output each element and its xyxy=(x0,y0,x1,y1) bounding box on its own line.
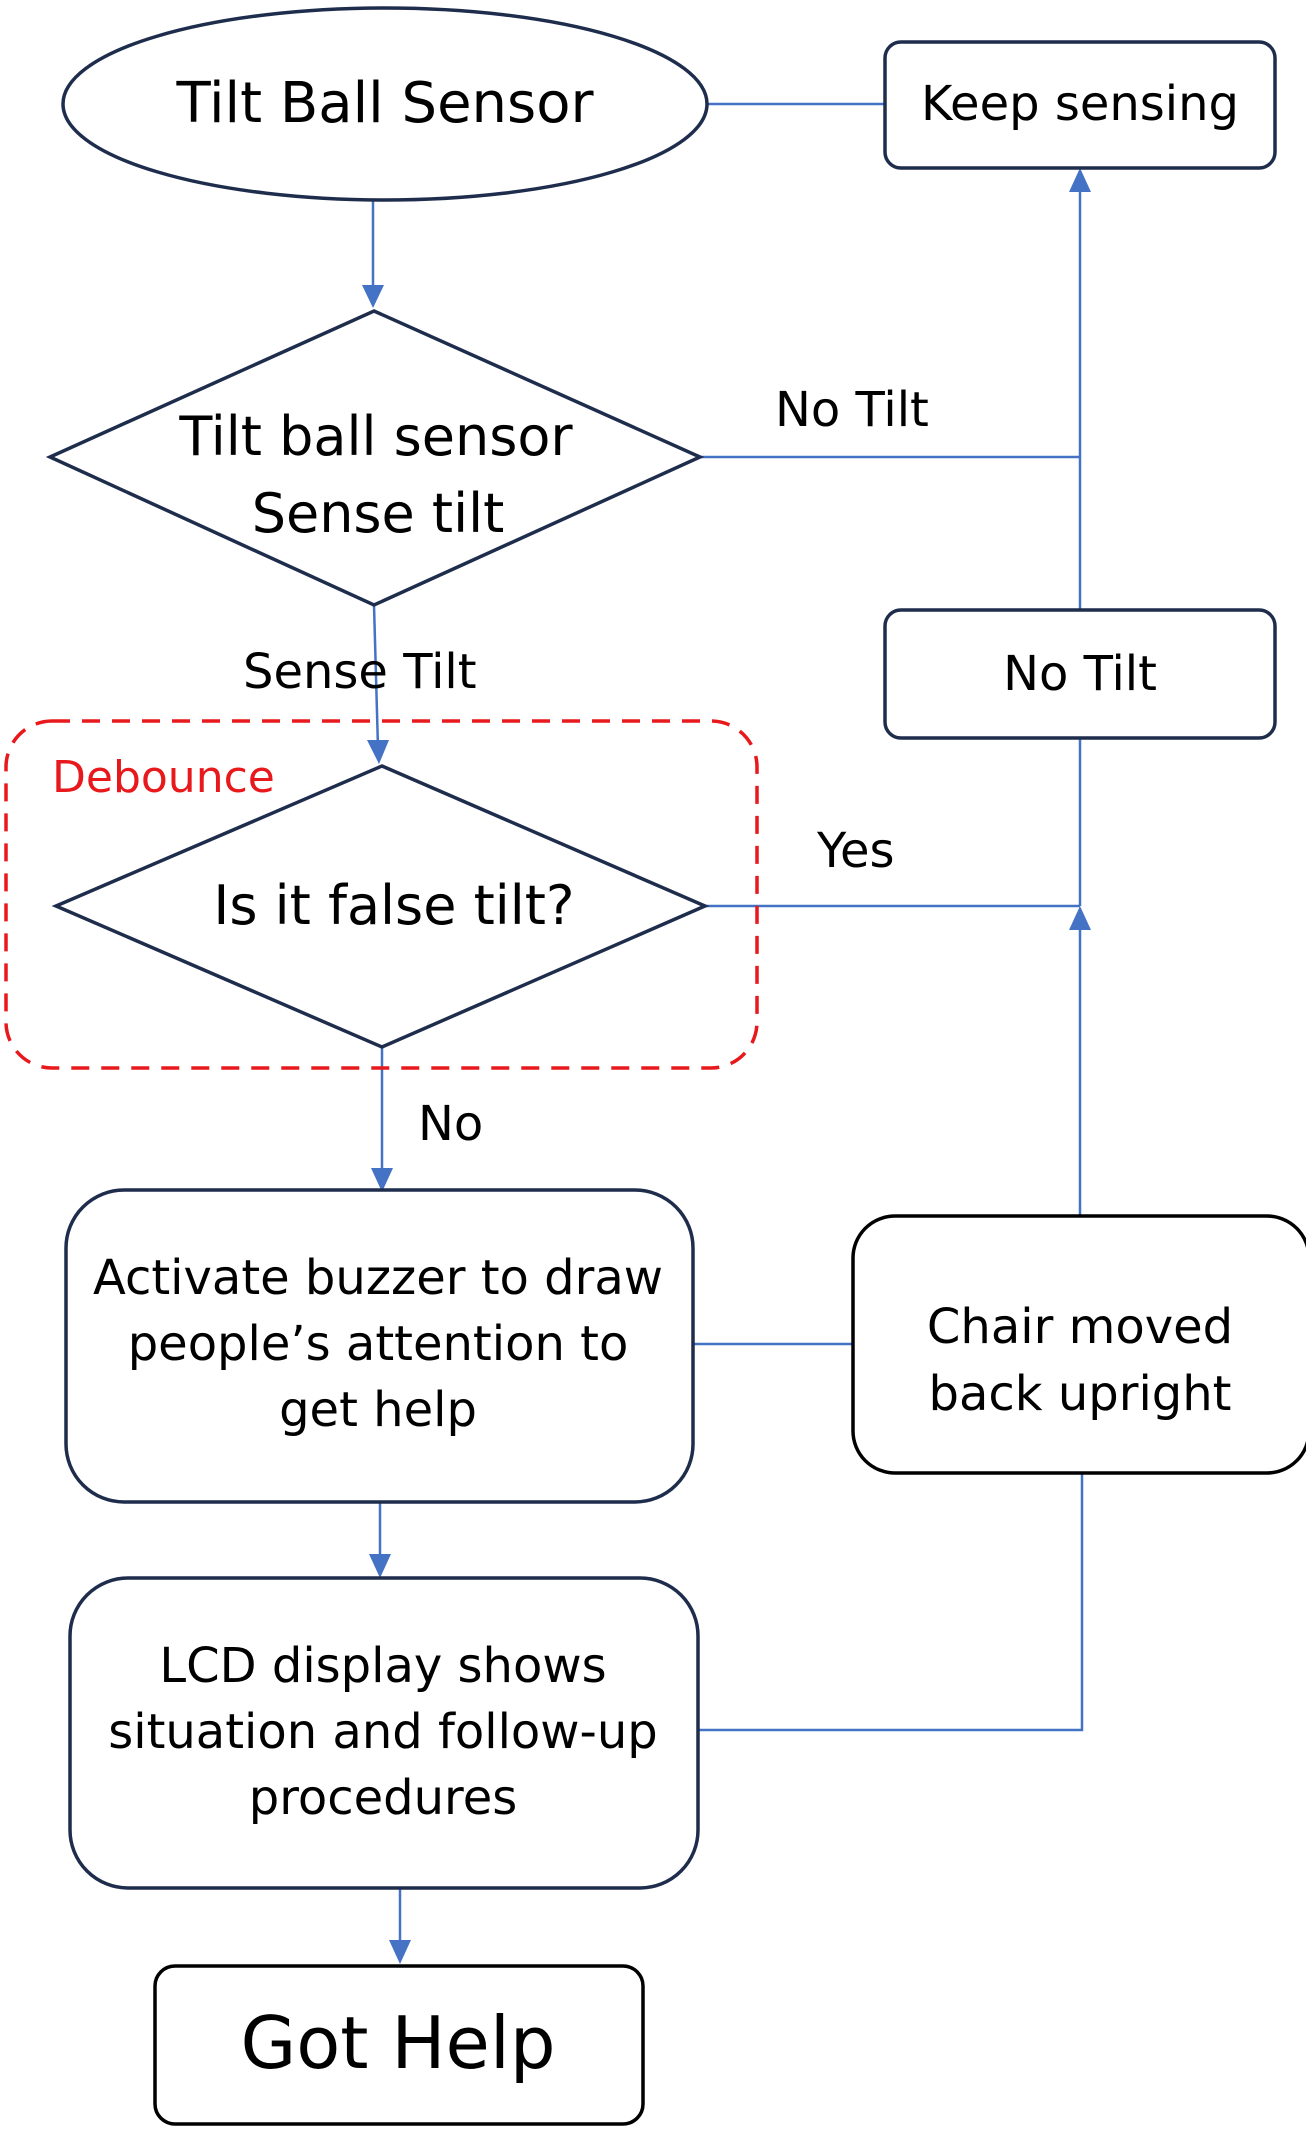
decision-tilt-label-line1: Tilt ball sensor xyxy=(178,405,573,468)
no-tilt-box xyxy=(883,608,1277,740)
activate-buzzer-line2: people’s attention to xyxy=(128,1316,629,1372)
decision-tilt-node: Tilt ball sensor Sense tilt xyxy=(45,309,705,607)
activate-buzzer-node: Activate buzzer to draw people’s attenti… xyxy=(64,1188,695,1504)
keep-sensing-node: Keep sensing xyxy=(883,40,1277,170)
start-label: Tilt Ball Sensor xyxy=(176,71,595,136)
chair-upright-line2: back upright xyxy=(929,1366,1232,1422)
edge-label-no: No xyxy=(418,1096,483,1152)
keep-sensing-box xyxy=(883,40,1277,170)
activate-buzzer-line3: get help xyxy=(279,1382,477,1438)
activate-buzzer-box xyxy=(64,1188,695,1504)
start-node: Tilt Ball Sensor xyxy=(61,6,709,202)
got-help-label: Got Help xyxy=(240,2001,555,2085)
got-help-box xyxy=(153,1964,645,2126)
connectors xyxy=(362,102,1091,1964)
arrowhead-icon xyxy=(389,1940,411,1964)
lcd-display-node: LCD display shows situation and follow-u… xyxy=(68,1576,700,1890)
keep-sensing-label: Keep sensing xyxy=(921,76,1239,132)
connector-lcd-to-chair xyxy=(698,1473,1084,1732)
chair-upright-box xyxy=(851,1214,1306,1475)
activate-buzzer-line1: Activate buzzer to draw xyxy=(93,1250,663,1306)
no-tilt-node: No Tilt xyxy=(883,608,1277,740)
chair-upright-node: Chair moved back upright xyxy=(851,1214,1306,1475)
debounce-label: Debounce xyxy=(52,752,275,803)
connector-sense-tilt-down xyxy=(372,604,380,749)
lcd-display-line2: situation and follow-up xyxy=(108,1704,658,1760)
lcd-display-box xyxy=(68,1576,700,1890)
start-ellipse xyxy=(61,6,709,202)
arrowhead-icon xyxy=(1069,168,1091,192)
arrowhead-icon xyxy=(369,1554,391,1578)
edge-label-no-tilt: No Tilt xyxy=(775,382,929,438)
got-help-node: Got Help xyxy=(153,1964,645,2126)
no-tilt-box-label: No Tilt xyxy=(1003,646,1157,702)
edge-label-sense-tilt: Sense Tilt xyxy=(243,644,477,700)
edge-label-yes: Yes xyxy=(816,823,894,879)
arrowhead-icon xyxy=(362,285,384,308)
chair-upright-line1: Chair moved xyxy=(927,1299,1233,1355)
lcd-display-line1: LCD display shows xyxy=(159,1638,606,1694)
lcd-display-line3: procedures xyxy=(249,1770,518,1826)
decision-false-tilt-diamond xyxy=(51,764,710,1049)
decision-tilt-label-line2: Sense tilt xyxy=(252,482,505,545)
arrowhead-icon xyxy=(367,740,389,764)
decision-false-tilt-node: Is it false tilt? xyxy=(51,764,710,1049)
arrowhead-icon xyxy=(1069,906,1091,930)
arrowhead-icon xyxy=(371,1168,393,1192)
debounce-region xyxy=(4,719,759,1070)
decision-false-tilt-label: Is it false tilt? xyxy=(213,874,574,937)
decision-tilt-diamond xyxy=(45,309,705,607)
